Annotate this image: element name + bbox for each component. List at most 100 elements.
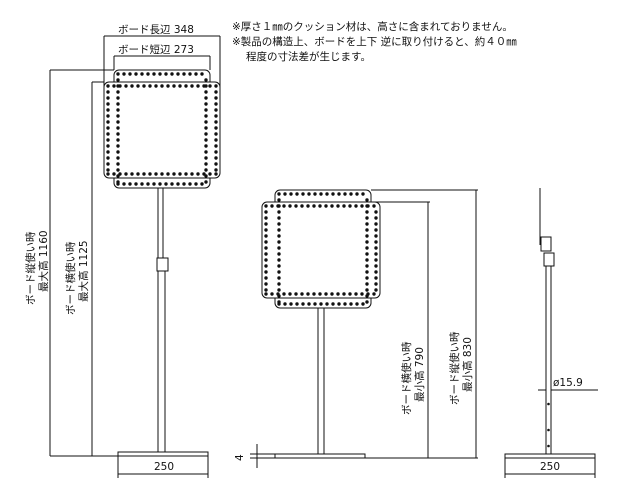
frame-dot (342, 292, 346, 296)
frame-dot (365, 240, 369, 244)
frame-dot (122, 182, 126, 186)
frame-dot (106, 150, 110, 154)
frame-dot (172, 172, 176, 176)
frame-dot (164, 72, 168, 76)
frame-dot (264, 204, 268, 208)
frame-dot (324, 204, 328, 208)
frame-dot (204, 102, 208, 106)
frame-dot (152, 72, 156, 76)
side-view (504, 188, 598, 478)
frame-dot (116, 162, 120, 166)
board-short-label: ボード短辺 273 (118, 43, 194, 56)
frame-dot (204, 162, 208, 166)
frame-dot (366, 292, 370, 296)
frame-dot (116, 96, 120, 100)
frame-dot (214, 114, 218, 118)
frame-dot (300, 204, 304, 208)
frame-dot (313, 192, 317, 196)
frame-dot (282, 204, 286, 208)
frame-dot (214, 120, 218, 124)
frame-dot (306, 204, 310, 208)
frame-dot (355, 192, 359, 196)
frame-dot (312, 204, 316, 208)
horizontal-max-label-line1: ボード横使い時 (64, 241, 77, 315)
frame-dot (374, 210, 378, 214)
frame-dot (276, 204, 280, 208)
frame-dot (349, 302, 353, 306)
horizontal-max-label-line2: 最大高 1125 (77, 240, 90, 302)
frame-dot (289, 192, 293, 196)
frame-dot (196, 84, 200, 88)
frame-dot (142, 84, 146, 88)
note-line-3: 程度の寸法差が生じます。 (246, 50, 371, 63)
frame-dot (106, 132, 110, 136)
frame-dot (360, 292, 364, 296)
frame-dot (214, 150, 218, 154)
frame-dot (204, 78, 208, 82)
frame-dot (190, 172, 194, 176)
frame-dot (300, 292, 304, 296)
frame-dot (204, 114, 208, 118)
frame-dot (142, 172, 146, 176)
frame-dot (106, 90, 110, 94)
frame-dot (116, 78, 120, 82)
frame-dot (134, 72, 138, 76)
frame-dot (374, 228, 378, 232)
note-line-2: ※製品の構造上、ボードを上下 逆に取り付けると、約４０㎜ (232, 35, 517, 48)
frame-dot (365, 228, 369, 232)
frame-dot (116, 120, 120, 124)
frame-dot (112, 172, 116, 176)
frame-dot (349, 192, 353, 196)
frame-dot (128, 182, 132, 186)
frame-dot (372, 204, 376, 208)
frame-dot (264, 264, 268, 268)
frame-dot (277, 288, 281, 292)
frame-dot (374, 240, 378, 244)
height-lock-knob (156, 257, 169, 272)
board-horizontal-front (103, 81, 221, 179)
frame-dot (160, 84, 164, 88)
frame-dot (204, 144, 208, 148)
frame-dot (330, 292, 334, 296)
frame-dot (214, 144, 218, 148)
frame-dot (196, 172, 200, 176)
frame-dot (295, 302, 299, 306)
frame-dot (325, 302, 329, 306)
frame-dot (214, 102, 218, 106)
frame-dot (106, 138, 110, 142)
frame-dot (116, 90, 120, 94)
frame-dot (116, 72, 120, 76)
side-base-width-label: 250 (540, 461, 560, 473)
frame-dot (178, 84, 182, 88)
frame-dot (264, 210, 268, 214)
frame-dot (277, 192, 281, 196)
frame-dot (277, 240, 281, 244)
frame-dot (374, 234, 378, 238)
frame-dot (318, 292, 322, 296)
frame-dot (374, 252, 378, 256)
vertical-max-label-line1: ボード縦使い時 (24, 231, 37, 305)
frame-dot (194, 182, 198, 186)
frame-dot (342, 204, 346, 208)
frame-dot (116, 180, 120, 184)
frame-dot (202, 172, 206, 176)
frame-dot (365, 288, 369, 292)
frame-dot (106, 96, 110, 100)
frame-dot (204, 150, 208, 154)
middle-base-plate (274, 453, 366, 459)
horizontal-max-label: ボード横使い時 最大高 1125 (64, 240, 90, 315)
frame-dot (106, 172, 110, 176)
side-base-plate (504, 453, 596, 459)
frame-dot (116, 156, 120, 160)
frame-dot (283, 192, 287, 196)
frame-dot (200, 72, 204, 76)
frame-dot (301, 192, 305, 196)
frame-dot (372, 292, 376, 296)
frame-dot (264, 270, 268, 274)
frame-dot (158, 182, 162, 186)
frame-dot (365, 264, 369, 268)
base-thickness-label-group: 4 (234, 454, 246, 461)
vertical-min-label-line2: 最小高 830 (461, 337, 474, 392)
